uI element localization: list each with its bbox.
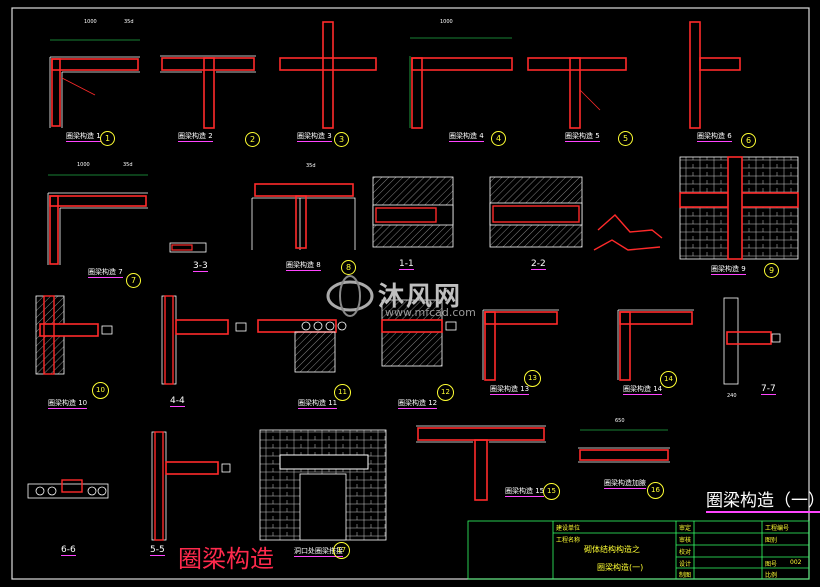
detail-14-geometry [617,309,694,381]
detail-number-circle: 3 [334,132,349,147]
detail-caption: 圈梁构造 6 [697,132,732,142]
watermark-url: www.mfcad.com [385,306,476,319]
title-block-geometry [467,520,810,580]
detail-13-geometry [482,309,559,381]
section-label: 6-6 [61,545,76,556]
detail-2-geometry [160,55,256,129]
detail-caption: 圈梁构造 3 [297,132,332,142]
dimension-text: 1000 [84,19,97,25]
detail-10-geometry [35,295,113,375]
detail-15-geometry [416,425,546,501]
detail-number-circle: 13 [524,370,541,387]
dimension-text: 240 [727,393,737,399]
detail-number-circle: 12 [437,384,454,401]
detail-caption: 圈梁构造 2 [178,132,213,142]
detail-3-geometry [279,21,377,129]
detail-number-circle: 17 [333,542,350,559]
detail-17-geometry [259,429,387,541]
title-block-row-label: 审核 [679,537,692,544]
detail-5-geometry [527,57,627,129]
big-title: 圈梁构造 [178,545,274,573]
dimension-text: 650 [615,418,625,424]
title-block-row-label: 审定 [679,525,692,532]
detail-number-circle: 4 [491,131,506,146]
section-1-1-geometry [372,176,454,248]
title-block-left-label: 建设单位 [556,525,581,532]
detail-number-circle: 14 [660,371,677,388]
section-3-3-geometry [169,242,207,253]
detail-6-geometry [689,21,741,129]
title-block-right-label: 工程编号 [765,525,790,532]
detail-16-geometry [578,429,670,463]
title-block-drawing-title: 圈梁构造(一) [597,563,644,572]
detail-caption: 圈梁构造 14 [623,385,663,395]
section-7-7-geometry [723,297,781,385]
detail-7-geometry [47,174,148,265]
title-block-right-label: 图别 [765,537,778,544]
detail-caption: 圈梁构造 9 [711,265,746,275]
title-block-row-label: 设计 [679,561,692,568]
section-2-2-geometry [489,176,583,248]
detail-number-circle: 11 [334,384,351,401]
dimension-text: 1000 [77,162,90,168]
section-label: 1-1 [399,259,414,270]
title-block-row-label: 校对 [679,549,692,556]
detail-caption: 圈梁构造 1 [66,132,101,142]
detail-12-geometry [381,299,457,367]
detail-caption: 洞口处圈梁搭接 [294,547,343,557]
detail-caption: 圈梁构造 4 [449,132,484,142]
detail-number-circle: 1 [100,131,115,146]
detail-number-circle: 5 [618,131,633,146]
detail-number-circle: 16 [647,482,664,499]
title-block-row-label: 制图 [679,572,692,579]
detail-caption: 圈梁构造 12 [398,399,438,409]
detail-number-circle: 7 [126,273,141,288]
detail-4-geometry [409,37,513,129]
detail-caption: 圈梁构造 8 [286,261,321,271]
dimension-text: 35d [123,162,133,168]
detail-caption: 圈梁构造 10 [48,399,88,409]
detail-caption: 圈梁构造加腋 [604,479,646,489]
title-block-drawing-no: 002 [790,559,802,566]
title-block-project: 砌体结构构造之 [584,545,640,554]
section-5-5-geometry [151,431,231,541]
section-6-6-geometry [27,479,109,499]
detail-number-circle: 9 [764,263,779,278]
section-label: 3-3 [193,261,208,272]
detail-1-geometry [49,39,140,128]
detail-number-circle: 8 [341,260,356,275]
detail-number-circle: 2 [245,132,260,147]
detail-number-circle: 15 [543,483,560,500]
section-label: 5-5 [150,545,165,556]
dimension-text: 35d [124,19,134,25]
frame-title: 圈梁构造（一） [706,486,820,513]
detail-8-geometry [251,183,356,250]
dimension-text: 1000 [440,19,453,25]
detail-caption: 圈梁构造 5 [565,132,600,142]
detail-caption: 圈梁构造 15 [505,487,545,497]
detail-caption: 圈梁构造 7 [88,268,123,278]
section-label: 7-7 [761,384,776,395]
drawing-frame [11,7,810,580]
watermark-logo [326,275,374,317]
detail-caption: 圈梁构造 13 [490,385,530,395]
detail-11-geometry [257,319,347,373]
section-label: 2-2 [531,259,546,270]
watermark-brand: 沐风网 [378,282,463,312]
title-block-left-label: 工程名称 [556,537,581,544]
detail-caption: 圈梁构造 11 [298,399,338,409]
title-block-right-label: 比例 [765,572,778,579]
detail-9-geometry [679,156,799,260]
dimension-text: 35d [306,163,316,169]
title-block-drawing-no-label: 图号 [765,561,778,568]
detail-number-circle: 10 [92,382,109,399]
section-label: 4-4 [170,396,185,407]
bent-bar-geometry [593,214,663,251]
section-4-4-geometry [161,295,247,385]
detail-number-circle: 6 [741,133,756,148]
